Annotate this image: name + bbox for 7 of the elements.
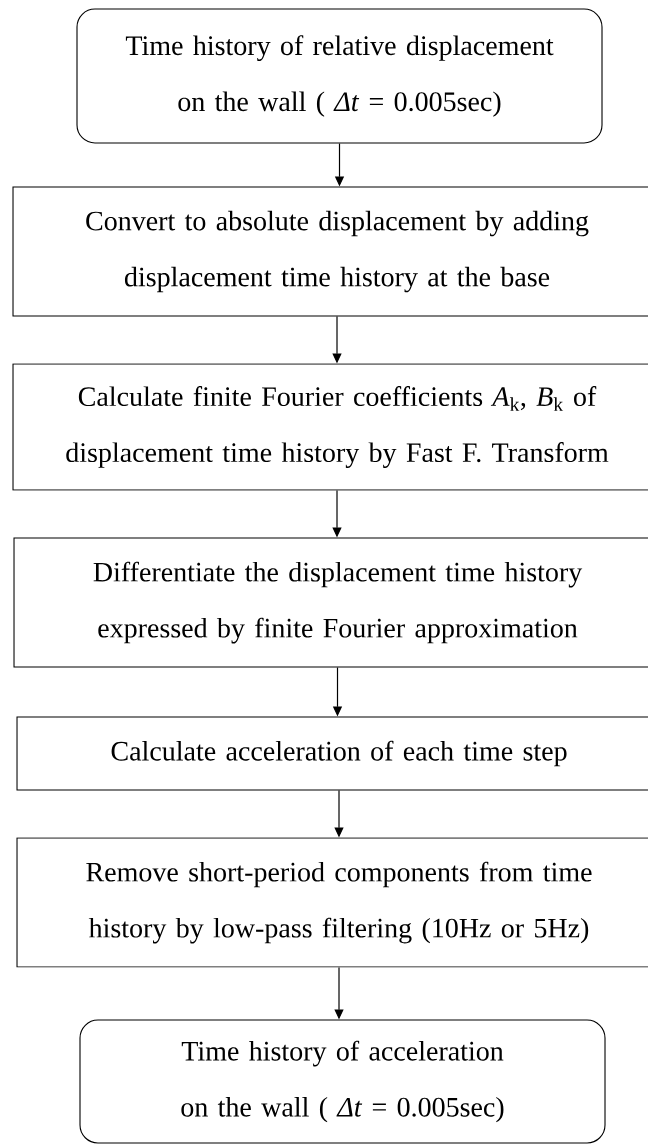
process-box: Convert to absolute displacement by adding displacement time history at the base [12,186,648,317]
process-box: Remove short-period components from time history by low-pass filtering (10Hz or 5Hz) [16,837,648,968]
start-box: Time history of relative displacement on the wall ( Δt = 0.005sec) [76,8,603,144]
process-box: Calculate finite Fourier coefficients A$_{k}$, B$_{k}$ of displacement time history by Fast F. Transform [12,363,648,491]
end-box: Time history of acceleration on the wall ( Δt = 0.005sec) [79,1019,606,1144]
process-box: Differentiate the displacement time history expressed by finite Fourier approximation [13,537,648,668]
process-box: Calculate acceleration of each time step [16,716,648,791]
